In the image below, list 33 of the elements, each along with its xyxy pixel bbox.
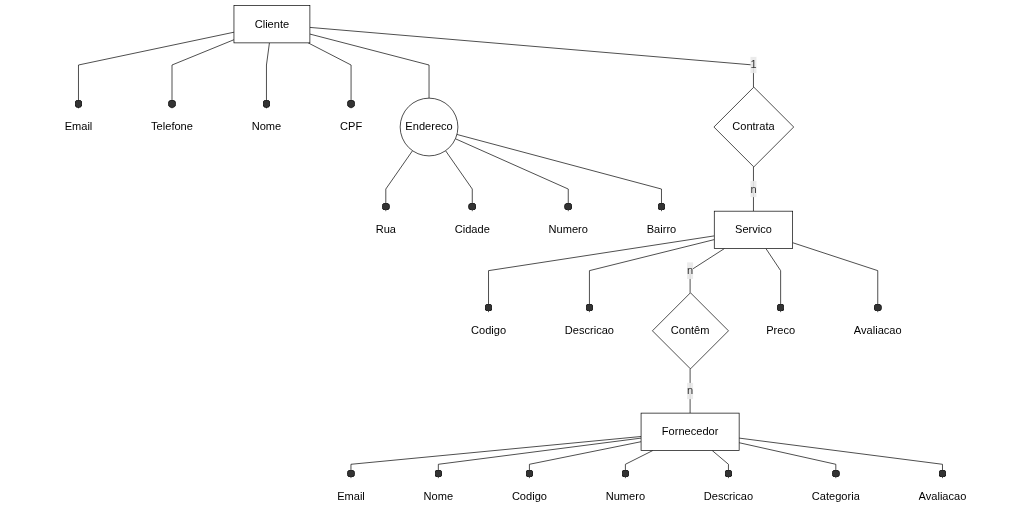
connector	[689, 248, 725, 294]
node-text: Descricao	[703, 490, 754, 503]
edge-label: 1	[750, 58, 757, 71]
node-text: Nome	[251, 120, 282, 133]
node-text: Categoria	[811, 490, 860, 503]
node-text: Cidade	[454, 223, 490, 236]
node-text: Rua	[375, 223, 396, 236]
node-circle: Endereco	[399, 97, 459, 157]
connector	[309, 27, 754, 88]
node-text: CPF	[340, 120, 363, 133]
connector	[753, 166, 754, 212]
node-text: Avaliacao	[853, 324, 902, 337]
node-text: Nome	[423, 490, 454, 503]
node-text: Numero	[605, 490, 646, 503]
node-diamond: Contrata	[713, 86, 795, 168]
edge-label: n	[687, 384, 694, 397]
node-box: Cliente	[233, 5, 311, 44]
node-text: Codigo	[511, 490, 547, 503]
node-text: Numero	[548, 223, 588, 236]
node-text: Preco	[766, 324, 796, 337]
edge-label: n	[750, 182, 757, 195]
edge-label: n	[687, 264, 694, 277]
node-text: Email	[337, 490, 365, 503]
node-text: Avaliacao	[918, 490, 967, 503]
node-text: Codigo	[470, 324, 507, 337]
connector	[309, 33, 430, 99]
node-diamond: Contêm	[652, 292, 729, 370]
node-text: Telefone	[151, 120, 193, 133]
node-text: Bairro	[646, 223, 677, 236]
node-box: Servico	[713, 210, 793, 249]
node-box: Fornecedor	[640, 412, 740, 451]
node-text: Descricao	[564, 324, 615, 337]
node-text: Email	[64, 120, 93, 133]
